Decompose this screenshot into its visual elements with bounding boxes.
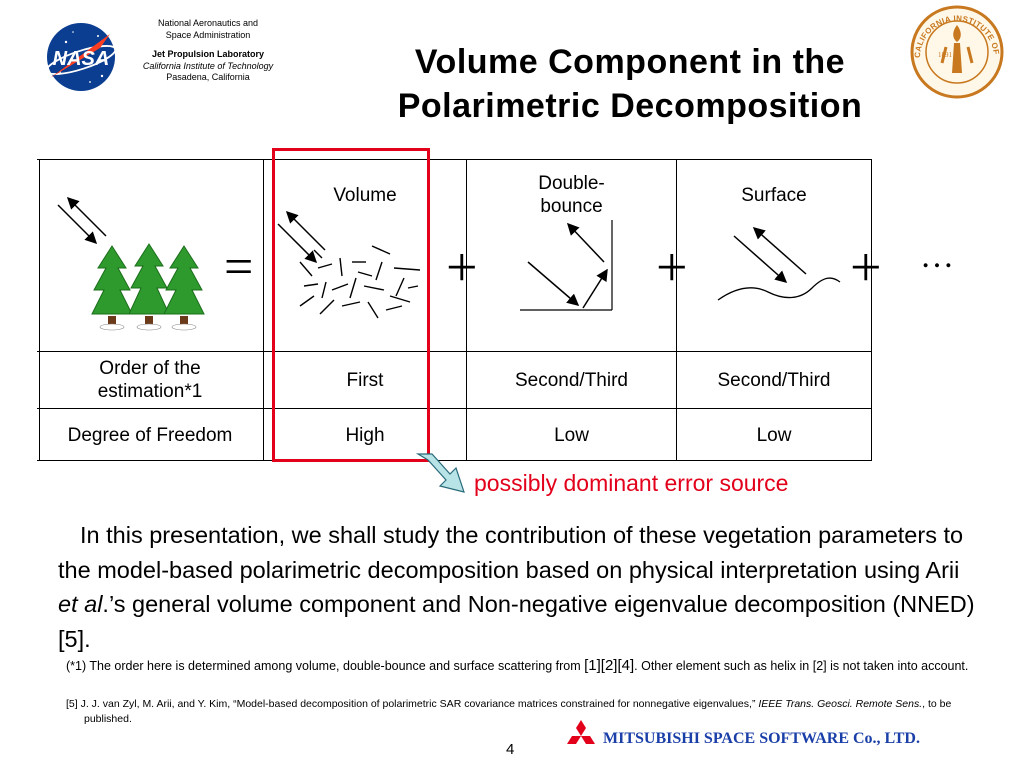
table-col-divider-2 <box>466 159 467 461</box>
para-italic: et al <box>58 591 103 617</box>
table-col-divider-3 <box>676 159 677 461</box>
footnote-1-refs: [1][2][4] <box>584 657 635 674</box>
body-paragraph: In this presentation, we shall study the… <box>58 518 978 656</box>
table-row-divider-2 <box>37 408 872 409</box>
footnote-1-text-1: (*1) The order here is determined among … <box>66 659 585 673</box>
mitsubishi-logo <box>567 720 595 744</box>
caltech-seal: CALIFORNIA INSTITUTE OF TECHNOLOGY 1891 <box>908 3 1004 99</box>
plus-sign-3: + <box>850 237 882 299</box>
row-dof-double-bounce: Low <box>554 424 589 446</box>
tree-icon-1 <box>91 245 133 331</box>
lab-name: Jet Propulsion Laboratory <box>151 49 265 59</box>
row-dof-volume: High <box>345 424 385 446</box>
volume-highlight-box <box>272 148 430 462</box>
plus-sign-2: + <box>656 237 688 299</box>
city-name: Pasadena, California <box>166 72 250 82</box>
tree-radar-arrows-icon <box>57 196 107 245</box>
surface-scattering-icon <box>717 227 841 301</box>
volume-radar-arrows-icon <box>277 210 326 264</box>
slide-title: Volume Component in the Polarimetric Dec… <box>300 40 960 128</box>
row-dof-surface: Low <box>756 424 792 446</box>
tree-icon-3 <box>163 245 205 331</box>
callout-arrow-icon <box>415 453 465 493</box>
row-label-order: Order of the estimation*1 <box>97 358 203 402</box>
error-source-note: possibly dominant error source <box>474 470 789 496</box>
table-right-border <box>871 159 872 461</box>
row-order-volume: First <box>346 369 384 391</box>
footnote-2: [5] J. J. van Zyl, M. Arii, and Y. Kim, … <box>66 697 994 727</box>
header-volume: Volume <box>333 184 397 206</box>
footnote-2-italic: IEEE Trans. Geosci. Remote Sens. <box>758 698 923 710</box>
row-order-double-bounce: Second/Third <box>514 369 628 391</box>
table-top-border <box>37 159 872 160</box>
nasa-logo: NASA <box>45 23 117 91</box>
header-double-bounce: Double- bounce <box>538 173 605 217</box>
tree-icon-2 <box>128 243 170 331</box>
agency-block: National Aeronautics and Space Administr… <box>128 18 288 84</box>
footnote-1: (*1) The order here is determined among … <box>66 656 1000 676</box>
footnote-2-text-2: , to be published. <box>84 698 952 725</box>
header-surface: Surface <box>741 184 807 206</box>
svg-text:NASA: NASA <box>53 48 110 70</box>
diagram-arrows <box>57 196 841 331</box>
agency-line-2: Space Administration <box>165 29 251 40</box>
equals-sign: = <box>224 239 254 296</box>
random-particles-icon <box>299 245 421 319</box>
agency-line-1: National Aeronautics and <box>157 18 259 28</box>
plus-sign-1: + <box>446 237 478 299</box>
company-name: MITSUBISHI SPACE SOFTWARE Co., LTD. <box>603 730 920 747</box>
page-number: 4 <box>506 741 515 758</box>
table-row-divider-1 <box>37 351 872 352</box>
para-text-1: In this presentation, we shall study the… <box>58 522 964 583</box>
row-order-surface: Second/Third <box>717 369 831 391</box>
footnote-1-text-2: . Other element such as helix in [2] is … <box>634 659 969 673</box>
table-col-divider-1 <box>263 159 264 461</box>
para-text-2: .’s general volume component and Non-neg… <box>58 591 975 652</box>
institute-name: California Institute of Technology <box>142 60 274 71</box>
row-label-dof: Degree of Freedom <box>67 424 233 446</box>
table-bottom-border <box>37 460 872 461</box>
title-line-2: Polarimetric Decomposition <box>397 87 863 125</box>
table-left-border <box>39 159 40 461</box>
ellipsis: … <box>920 238 954 275</box>
svg-text:1891: 1891 <box>938 51 953 59</box>
title-line-1: Volume Component in the <box>414 43 846 81</box>
footnote-2-text-1: [5] J. J. van Zyl, M. Arii, and Y. Kim, … <box>66 698 759 710</box>
double-bounce-icon <box>520 220 613 311</box>
